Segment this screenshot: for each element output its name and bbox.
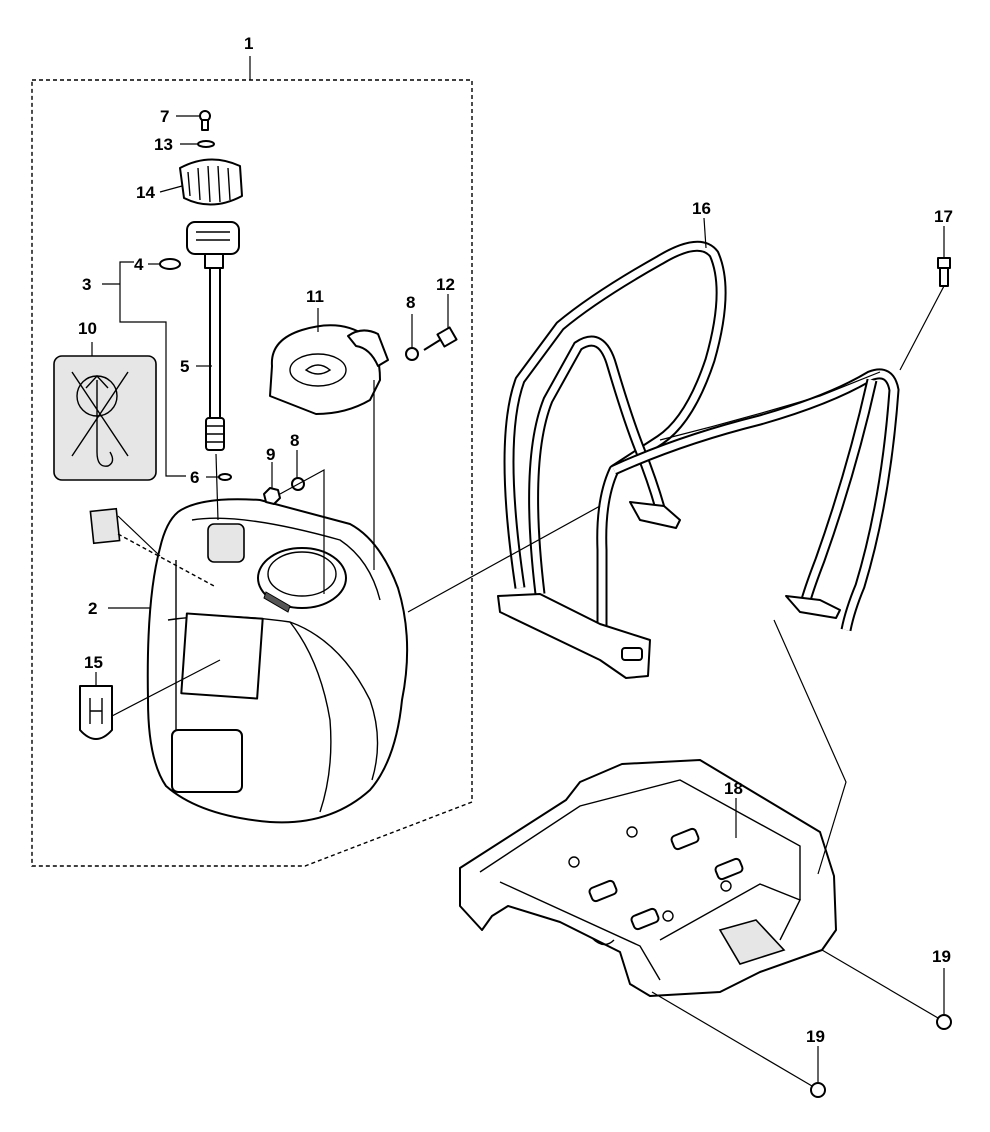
callout-18: 18 [724,779,743,798]
callout-11: 11 [306,287,324,306]
tube-seal [218,473,232,481]
base-washer-right [936,1014,952,1030]
washer-upper [405,347,419,361]
no-lifting-decal [53,355,157,481]
callout-15: 15 [84,653,103,672]
tank-cover [269,324,389,415]
fuel-tank [146,498,409,824]
cap-washer [197,140,215,148]
callout-1: 1 [244,34,253,53]
callout-2: 2 [88,599,97,618]
callout-6: 6 [190,468,199,487]
kit-boundary [31,79,473,867]
base-washer-left [810,1082,826,1098]
callout-14: 14 [136,183,155,202]
callout-8-lower: 8 [290,431,299,450]
callout-12: 12 [436,275,455,294]
callout-9: 9 [266,445,275,464]
strainer-tube [186,221,240,451]
callout-13: 13 [154,135,173,154]
callout-10: 10 [78,319,97,338]
brand-emblem [79,685,113,740]
callout-5: 5 [180,357,189,376]
small-label [89,507,121,545]
frame-bolt [937,257,951,287]
lock-nut [263,487,281,505]
cover-screw [423,326,458,351]
callout-7: 7 [160,107,169,126]
callout-19-right: 19 [932,947,951,966]
callout-19-left: 19 [806,1027,825,1046]
fuel-cap [179,158,243,206]
handle-frame [497,240,900,679]
callout-8-upper: 8 [406,293,415,312]
callout-17: 17 [934,207,953,226]
cap-screw [199,110,211,131]
callout-3: 3 [82,275,91,294]
callout-16: 16 [692,199,711,218]
o-ring [159,258,181,270]
base-plate [459,759,837,997]
callout-4: 4 [134,255,144,274]
